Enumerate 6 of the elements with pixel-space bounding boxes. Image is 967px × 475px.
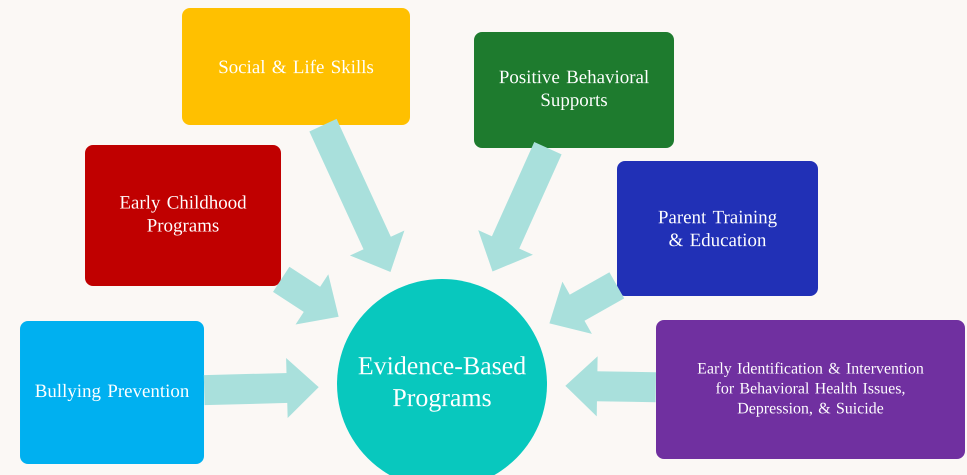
program-box: Positive Behavioral Supports xyxy=(474,32,674,148)
program-box: Bullying Prevention xyxy=(20,321,204,464)
program-box: Early Identification & Intervention for Behavioral Health Issues, Depression, & Suicide xyxy=(656,320,965,459)
program-box: Social & Life Skills xyxy=(182,8,410,125)
program-box: Early Childhood Programs xyxy=(85,145,281,286)
program-box: Parent Training & Education xyxy=(617,161,818,296)
